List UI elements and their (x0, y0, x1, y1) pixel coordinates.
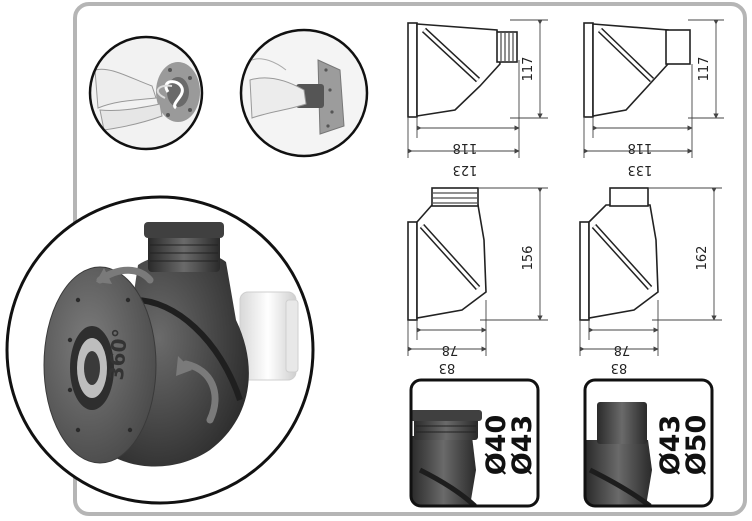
dim-inner-width-front-a: 78 (442, 342, 459, 357)
pipe-option-smooth: Ø43 Ø50 (583, 378, 714, 508)
product-photo: 360° (5, 195, 315, 505)
drawing-front-smooth: 162 78 83 (579, 187, 722, 375)
photo-insert-tube (239, 28, 369, 158)
dim-outer-width-front-b: 83 (611, 360, 628, 375)
dim-outer-width-front-a: 83 (439, 360, 456, 375)
pipe-option-threaded: Ø40 Ø43 (409, 378, 540, 508)
rotation-label: 360° (104, 328, 132, 382)
dim-inner-width-side-a: 118 (453, 140, 478, 155)
pipe-size-label-a2: Ø43 (507, 415, 538, 476)
photo-wiring (88, 35, 204, 151)
drawing-side-threaded: 117 118 123 (407, 19, 548, 177)
pipe-size-label-b1: Ø43 (655, 415, 686, 476)
dim-inner-width-front-b: 78 (614, 342, 631, 357)
dim-inner-width-side-b: 118 (628, 140, 653, 155)
dim-outer-width-side-b: 133 (628, 162, 653, 177)
drawing-side-smooth: 117 118 133 (583, 19, 724, 177)
dim-height-side-a: 117 (521, 57, 536, 82)
pipe-size-label-a1: Ø40 (481, 415, 512, 476)
dim-height-side-b: 117 (697, 57, 712, 82)
dim-height-front-b: 162 (695, 246, 710, 271)
drawing-front-threaded: 156 78 83 (407, 187, 548, 375)
dim-height-front-a: 156 (521, 246, 536, 271)
dim-outer-width-side-a: 123 (453, 162, 478, 177)
pipe-size-label-b2: Ø50 (681, 415, 712, 476)
